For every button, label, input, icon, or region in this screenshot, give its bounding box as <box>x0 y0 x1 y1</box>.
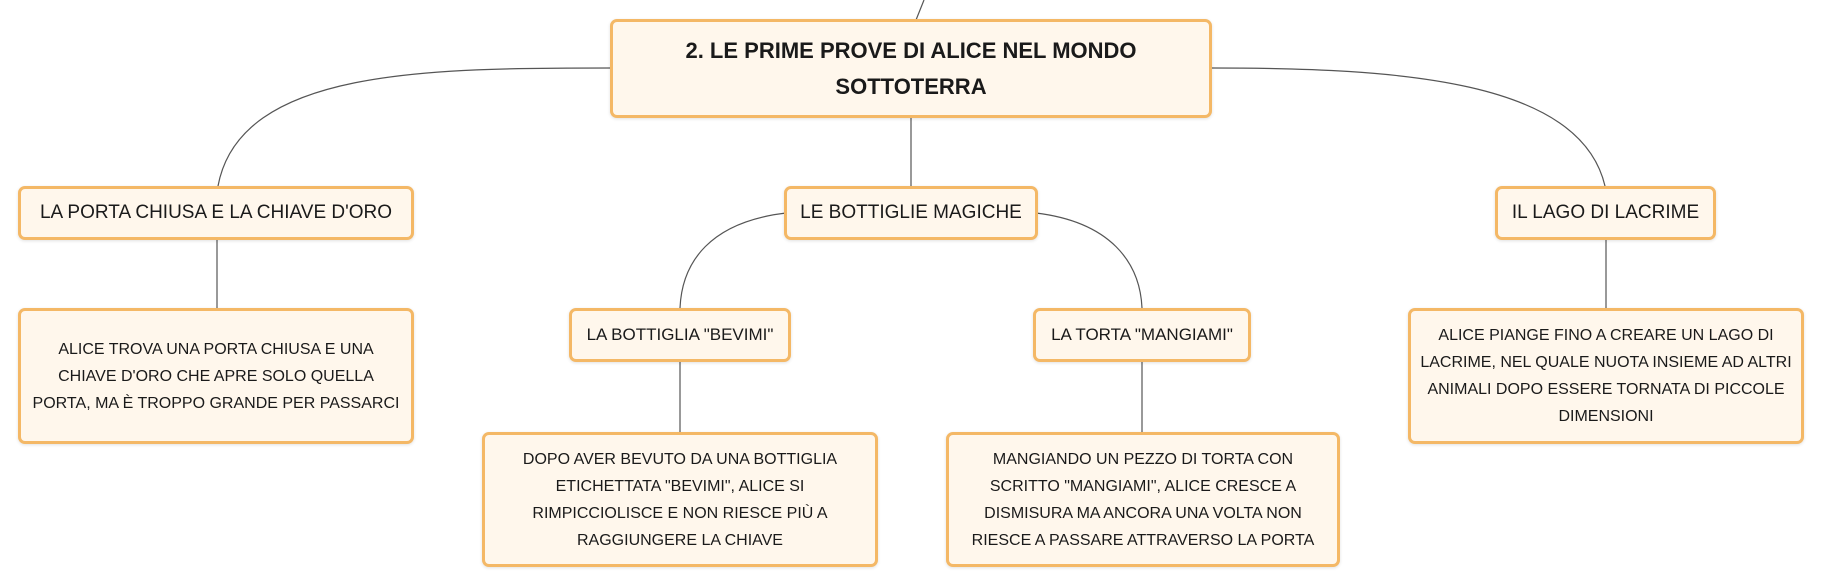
connector-root-porta <box>217 67 613 187</box>
topic-bottiglia-bevimi-label: LA BOTTIGLIA "BEVIMI" <box>586 325 774 344</box>
detail-lago-lacrime-text: ALICE PIANGE FINO A CREARE UN LAGO DI LA… <box>1420 327 1792 425</box>
topic-porta-chiusa-label: LA PORTA CHIUSA E LA CHIAVE D'ORO <box>39 202 393 223</box>
topic-torta-mangiami[interactable]: LA TORTA "MANGIAMI" <box>1033 308 1251 362</box>
topic-torta-mangiami-label: LA TORTA "MANGIAMI" <box>1051 325 1233 344</box>
detail-bottiglia-bevimi-text: DOPO AVER BEVUTO DA UNA BOTTIGLIA ETICHE… <box>522 450 838 549</box>
topic-bottiglie-magiche[interactable]: LE BOTTIGLIE MAGICHE <box>784 186 1038 240</box>
detail-lago-lacrime[interactable]: ALICE PIANGE FINO A CREARE UN LAGO DI LA… <box>1408 308 1804 444</box>
connector-bottiglie-mangiami <box>1035 212 1143 309</box>
detail-bottiglia-bevimi[interactable]: DOPO AVER BEVUTO DA UNA BOTTIGLIA ETICHE… <box>482 432 878 567</box>
detail-porta-chiusa-text: ALICE TROVA UNA PORTA CHIUSA E UNA CHIAV… <box>32 340 400 412</box>
detail-torta-mangiami-text: MANGIANDO UN PEZZO DI TORTA CON SCRITTO … <box>971 450 1315 549</box>
topic-lago-lacrime-label: IL LAGO DI LACRIME <box>1511 202 1700 223</box>
topic-bottiglia-bevimi[interactable]: LA BOTTIGLIA "BEVIMI" <box>569 308 791 362</box>
connector-incoming-root <box>915 0 925 21</box>
detail-porta-chiusa[interactable]: ALICE TROVA UNA PORTA CHIUSA E UNA CHIAV… <box>18 308 414 444</box>
detail-torta-mangiami[interactable]: MANGIANDO UN PEZZO DI TORTA CON SCRITTO … <box>946 432 1340 567</box>
topic-lago-lacrime[interactable]: IL LAGO DI LACRIME <box>1495 186 1716 240</box>
topic-porta-chiusa[interactable]: LA PORTA CHIUSA E LA CHIAVE D'ORO <box>18 186 414 240</box>
connector-bottiglie-bevimi <box>679 212 787 309</box>
topic-bottiglie-magiche-label: LE BOTTIGLIE MAGICHE <box>800 202 1022 223</box>
root-topic-node[interactable]: 2. LE PRIME PROVE DI ALICE NEL MONDO SOT… <box>610 19 1212 118</box>
connector-root-lago <box>1211 67 1606 187</box>
root-topic-title: 2. LE PRIME PROVE DI ALICE NEL MONDO SOT… <box>685 37 1137 99</box>
